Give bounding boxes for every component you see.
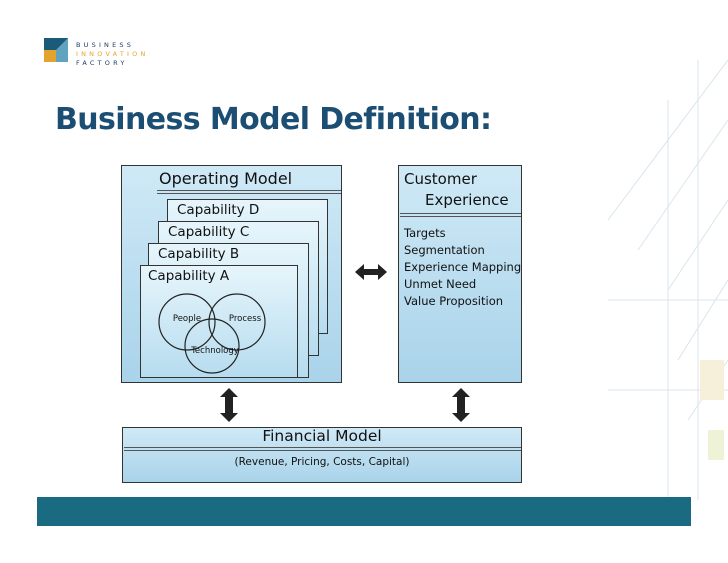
logo-line-1: BUSINESS xyxy=(76,41,135,49)
capability-d-label: Capability D xyxy=(177,202,260,218)
operating-model-underline-2 xyxy=(157,193,341,194)
list-item: Unmet Need xyxy=(404,277,477,291)
venn-label-process: Process xyxy=(228,314,262,324)
list-item: Targets xyxy=(404,226,446,240)
customer-underline xyxy=(400,213,521,214)
financial-underline-2 xyxy=(124,450,521,451)
double-arrow-vertical-left-icon xyxy=(220,388,238,422)
customer-title-line-2: Experience xyxy=(425,191,509,209)
logo-wordmark: BUSINESS INNOVATION FACTORY xyxy=(76,41,148,68)
technology-circle xyxy=(184,318,240,374)
decorative-pattern xyxy=(607,59,728,500)
process-circle xyxy=(208,293,266,351)
logo-line-3: FACTORY xyxy=(76,59,128,67)
logo-icon xyxy=(44,38,68,62)
operating-model-underline xyxy=(157,190,341,191)
double-arrow-horizontal-icon xyxy=(355,264,387,280)
customer-underline-2 xyxy=(400,216,521,217)
capability-a-card: Capability A People Process Technology xyxy=(140,265,298,378)
page-title: Business Model Definition: xyxy=(55,102,492,137)
footer-bar xyxy=(37,497,691,526)
financial-underline xyxy=(124,447,521,448)
venn-label-people: People xyxy=(172,314,202,324)
list-item: Experience Mapping xyxy=(404,260,522,274)
capability-b-label: Capability B xyxy=(158,246,240,262)
customer-experience-box xyxy=(398,165,522,383)
people-process-technology-venn xyxy=(158,293,266,374)
financial-model-subtitle: (Revenue, Pricing, Costs, Capital) xyxy=(234,456,410,468)
operating-model-title: Operating Model xyxy=(159,169,293,188)
list-item: Value Proposition xyxy=(404,294,504,308)
logo-line-2: INNOVATION xyxy=(76,50,149,58)
customer-title-line-1: Customer xyxy=(404,170,477,188)
double-arrow-vertical-right-icon xyxy=(452,388,470,422)
people-circle xyxy=(158,293,216,351)
financial-model-title: Financial Model xyxy=(262,427,382,445)
financial-model-box xyxy=(122,427,522,483)
list-item: Segmentation xyxy=(404,243,485,257)
customer-experience-list: Targets Segmentation Experience Mapping … xyxy=(404,225,521,310)
venn-label-technology: Technology xyxy=(191,346,239,356)
capability-c-label: Capability C xyxy=(168,224,250,240)
customer-experience-title: Customer Experience xyxy=(404,169,509,211)
capability-a-label: Capability A xyxy=(148,268,230,284)
